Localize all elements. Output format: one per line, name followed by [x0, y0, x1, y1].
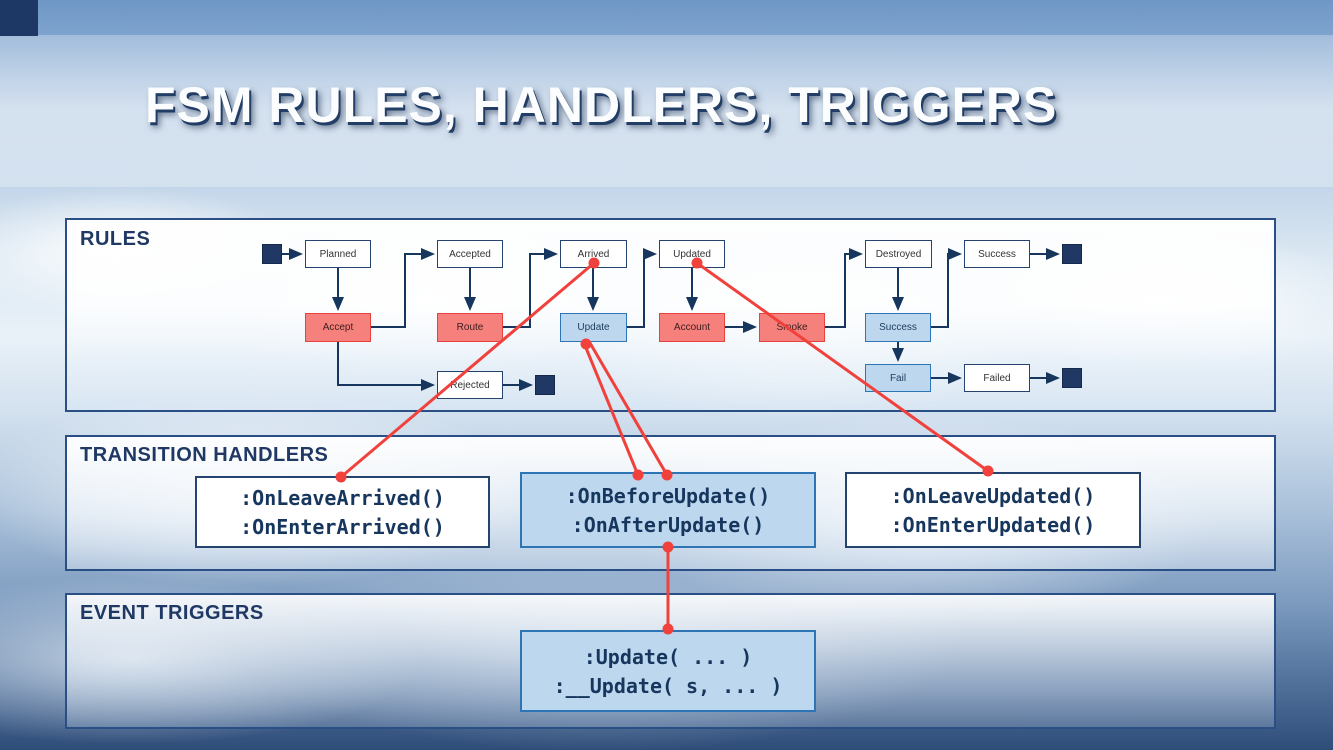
transition-accept: Accept: [305, 313, 371, 342]
transition-update: Update: [560, 313, 627, 342]
handler-box-updated: :OnLeaveUpdated() :OnEnterUpdated(): [845, 472, 1141, 548]
transition-smoke: Smoke: [759, 313, 825, 342]
handler-line: :OnAfterUpdate(): [571, 512, 765, 537]
failed-terminal-node: [1062, 368, 1082, 388]
trigger-box-update: :Update( ... ) :__Update( s, ... ): [520, 630, 816, 712]
transition-account: Account: [659, 313, 725, 342]
handler-box-update: :OnBeforeUpdate() :OnAfterUpdate(): [520, 472, 816, 548]
handler-line: :OnLeaveUpdated(): [890, 483, 1096, 508]
transition-fail: Fail: [865, 364, 931, 392]
title-band: [0, 35, 1333, 187]
rejected-terminal-node: [535, 375, 555, 395]
slide-title: FSM RULES, HANDLERS, TRIGGERS: [145, 77, 1058, 133]
state-arrived: Arrived: [560, 240, 627, 268]
event-triggers-label: EVENT TRIGGERS: [80, 602, 264, 624]
handler-line: :OnBeforeUpdate(): [565, 483, 771, 508]
trigger-line: :Update( ... ): [583, 644, 753, 669]
transition-success: Success: [865, 313, 931, 342]
rules-panel-label: RULES: [80, 228, 151, 250]
transition-route: Route: [437, 313, 503, 342]
handler-line: :OnLeaveArrived(): [240, 485, 445, 510]
corner-accent: [0, 0, 38, 36]
trigger-line: :__Update( s, ... ): [553, 673, 783, 698]
handler-line: :OnEnterArrived(): [240, 514, 445, 539]
state-destroyed: Destroyed: [865, 240, 932, 268]
state-planned: Planned: [305, 240, 371, 268]
start-terminal-node: [262, 244, 282, 264]
state-success: Success: [964, 240, 1030, 268]
state-rejected: Rejected: [437, 371, 503, 399]
transition-handlers-label: TRANSITION HANDLERS: [80, 444, 329, 466]
handler-box-arrived: :OnLeaveArrived() :OnEnterArrived(): [195, 476, 490, 548]
handler-line: :OnEnterUpdated(): [890, 512, 1096, 537]
state-failed: Failed: [964, 364, 1030, 392]
state-updated: Updated: [659, 240, 725, 268]
state-accepted: Accepted: [437, 240, 503, 268]
success-terminal-node: [1062, 244, 1082, 264]
